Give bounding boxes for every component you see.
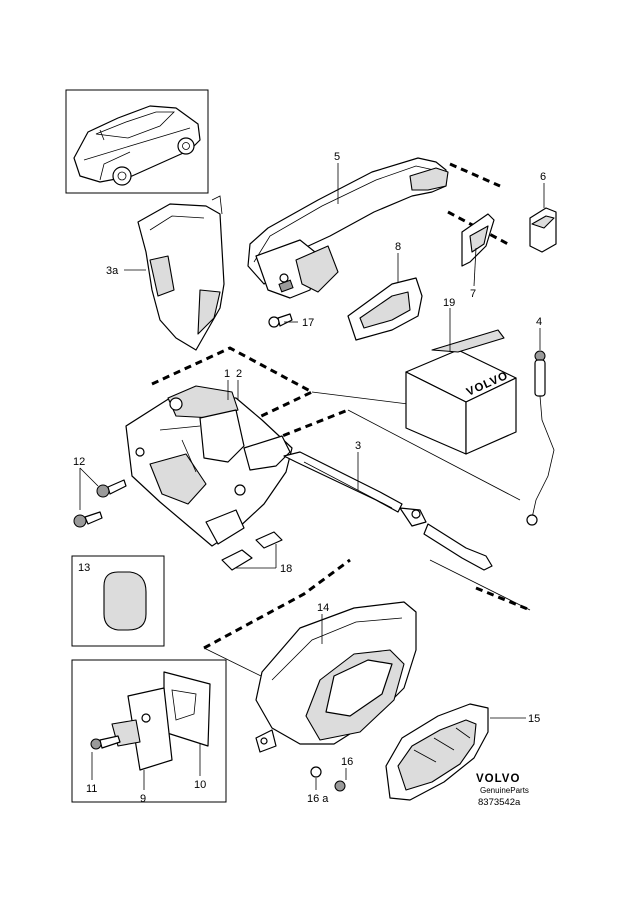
- callout-10: 10: [194, 779, 206, 791]
- callout-6: 6: [540, 171, 546, 183]
- lock-cover-3a: [137, 195, 225, 351]
- footer-brand: VOLVO: [476, 773, 520, 785]
- lock-cylinder-parts: [461, 207, 557, 267]
- screws-12: [73, 479, 127, 528]
- bolt-17: [268, 313, 293, 328]
- callout-19: 19: [443, 297, 455, 309]
- callout-16a: 16 a: [307, 793, 329, 805]
- callout-12: 12: [73, 456, 85, 468]
- footer-drawing-code: 8373542a: [478, 797, 521, 808]
- lock-rod-4: [526, 350, 555, 526]
- inner-handle-housing-14: [255, 601, 417, 753]
- callout-1: 1: [224, 368, 230, 380]
- vehicle-thumbnail: [65, 89, 209, 194]
- screw-16: [310, 766, 346, 792]
- callout-17: 17: [302, 317, 314, 329]
- callout-8: 8: [395, 241, 401, 253]
- footer-logo: VOLVO GenuineParts 8373542a: [476, 773, 529, 808]
- callout-16: 16: [341, 756, 353, 768]
- callout-2: 2: [236, 368, 242, 380]
- callout-labels: 5 6 3a 8 7 17 19 4 1 2 3 12 18 13 14 15 …: [73, 151, 546, 805]
- callout-4: 4: [536, 316, 542, 328]
- clips-18: [221, 531, 283, 571]
- callout-9: 9: [140, 793, 146, 805]
- inset-13: [71, 555, 165, 647]
- lock-body: [125, 385, 293, 547]
- callout-5: 5: [334, 151, 340, 163]
- outer-door-handle-5: [247, 157, 449, 299]
- footer-genuine-parts: GenuineParts: [480, 786, 529, 795]
- callout-7: 7: [470, 288, 476, 300]
- callout-11: 11: [86, 783, 97, 795]
- callout-3a: 3a: [106, 265, 119, 277]
- callout-18: 18: [280, 563, 292, 575]
- callout-15: 15: [528, 713, 540, 725]
- callout-3: 3: [355, 440, 361, 452]
- callout-13: 13: [78, 562, 90, 574]
- package-19: VOLVO: [405, 329, 517, 455]
- callout-14: 14: [317, 602, 329, 614]
- handle-bezel-8: [347, 277, 423, 341]
- cable-3: [283, 451, 493, 571]
- trim-bezel-15: [385, 703, 489, 801]
- inset-9-10-11: [71, 659, 227, 803]
- assembly-outlines: [151, 162, 531, 701]
- leader-lines: [79, 163, 545, 790]
